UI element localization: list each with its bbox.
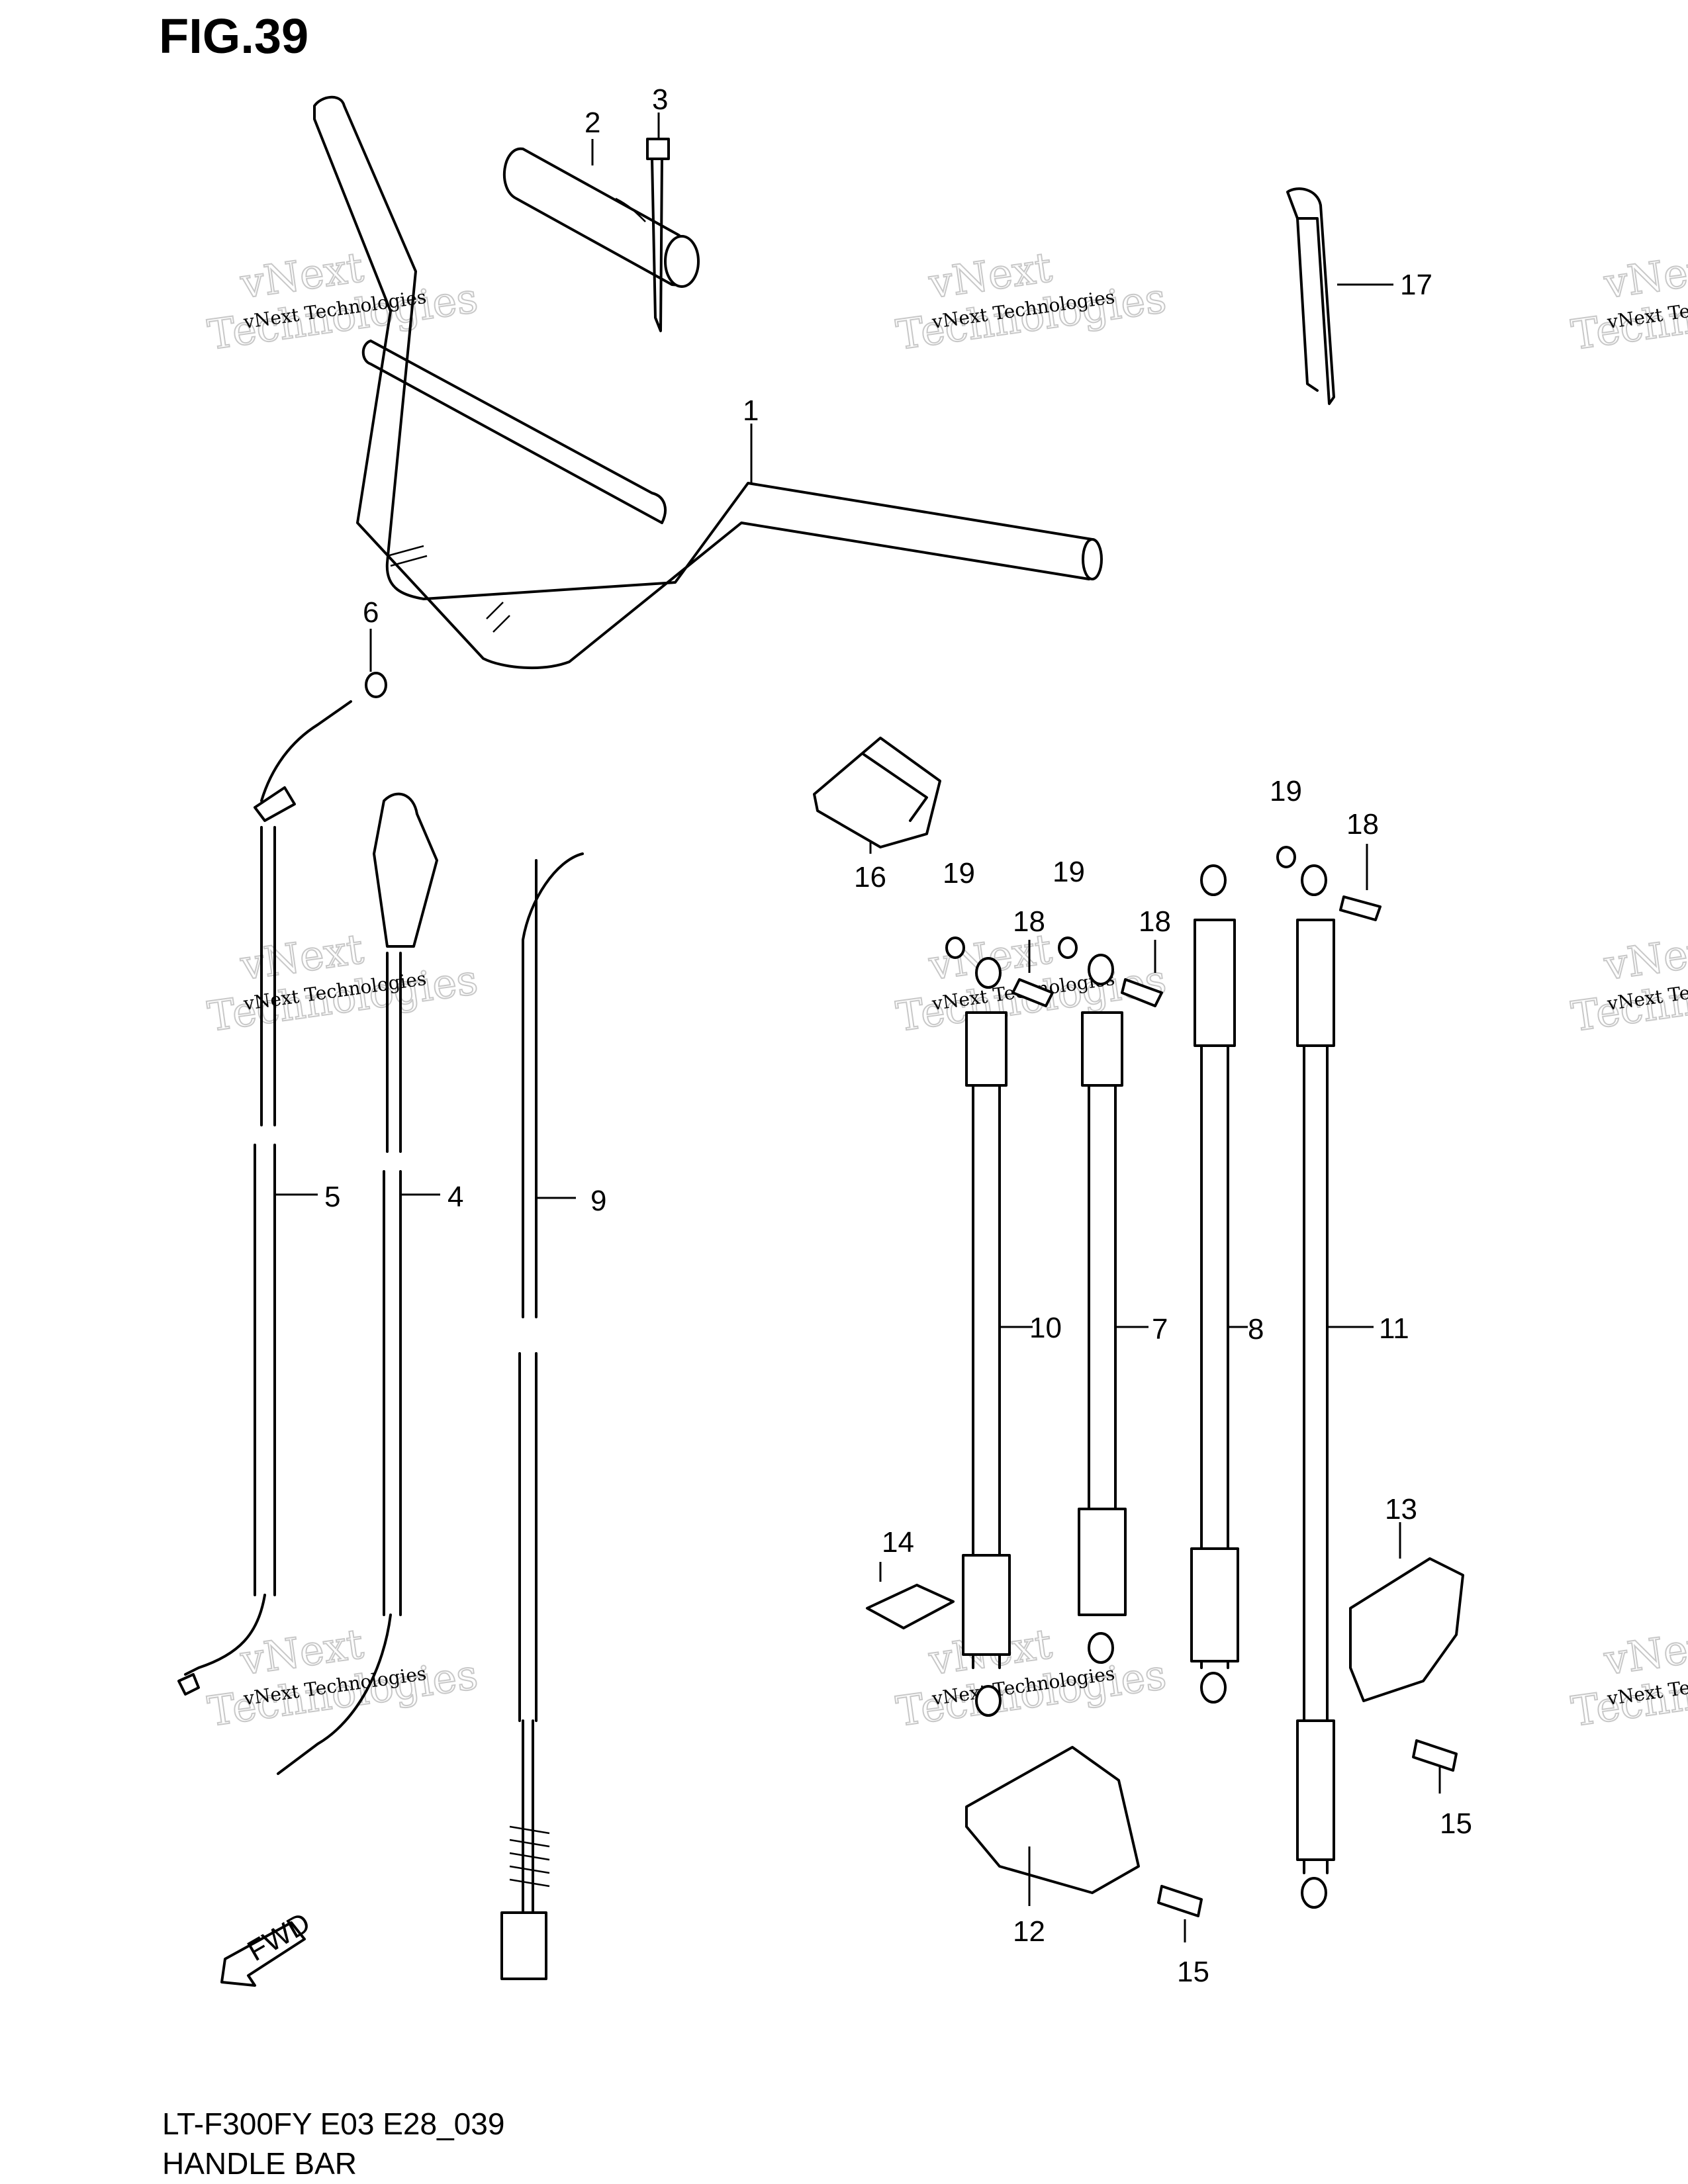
bracket-12-part: [965, 1746, 1140, 1894]
cable-11-part: [1296, 864, 1335, 1909]
choke-cable-part: [277, 792, 438, 1775]
watermark: vNext Technologies vNext Technologies: [204, 242, 481, 360]
callout-19c: 19: [1270, 775, 1302, 807]
bolt-18c-part: [1339, 895, 1382, 921]
cable-clip-part: [866, 1584, 955, 1629]
callout-8: 8: [1248, 1313, 1264, 1345]
section-name: HANDLE BAR: [162, 2146, 357, 2181]
bracket-13-part: [1349, 1557, 1464, 1702]
figure-title: FIG.39: [159, 9, 308, 64]
callout-19b: 19: [1053, 856, 1085, 888]
clamp-pin-part: [646, 138, 670, 332]
callout-12: 12: [1013, 1915, 1045, 1948]
watermark: vNext Technologies vNext Technologies: [1568, 924, 1688, 1042]
leader-lines: [275, 113, 1441, 1942]
watermark: vNext Technologies vNext Technologies: [892, 242, 1169, 360]
fwd-arrow-icon: FWD: [220, 1906, 316, 1987]
callout-16: 16: [854, 861, 886, 893]
watermark-group: vNext Technologies vNext Technologies vN…: [204, 242, 1688, 1737]
clip-19a-part: [945, 936, 965, 959]
fwd-label: FWD: [242, 1906, 316, 1968]
grip-part: [502, 147, 700, 288]
watermark: vNext Technologies vNext Technologies: [1568, 1619, 1688, 1737]
callout-17: 17: [1400, 269, 1432, 301]
callout-1: 1: [743, 394, 759, 427]
model-code: LT-F300FY E03 E28_039: [162, 2107, 504, 2141]
callout-15a: 15: [1440, 1807, 1472, 1840]
callouts: 1 2 3 4 5 6 7 8 9 10 11 12 13 14 15 15 1…: [324, 83, 1472, 1988]
callout-14: 14: [882, 1526, 914, 1559]
callout-13: 13: [1385, 1493, 1417, 1525]
bolt-15a-part: [1412, 1739, 1458, 1772]
callout-11: 11: [1379, 1312, 1409, 1345]
brake-cable-part: [500, 852, 584, 1980]
callout-15b: 15: [1177, 1956, 1209, 1988]
callout-3: 3: [652, 83, 668, 116]
clip-19b-part: [1058, 936, 1078, 959]
callout-6: 6: [363, 596, 379, 629]
nut-part: [365, 672, 387, 698]
callout-18b: 18: [1139, 905, 1171, 938]
watermark: vNext Technologies vNext Technologies: [1568, 242, 1688, 360]
handle-bar-part: [313, 95, 1103, 670]
bolt-18b-part: [1121, 978, 1163, 1007]
clip-19c-part: [1276, 846, 1296, 868]
callout-18c: 18: [1346, 808, 1379, 841]
bolt-18a-part: [1011, 978, 1054, 1007]
callout-10: 10: [1029, 1312, 1062, 1344]
callout-5: 5: [324, 1181, 340, 1213]
callout-19a: 19: [943, 857, 975, 889]
callout-18a: 18: [1013, 905, 1045, 938]
watermark: vNext Technologies vNext Technologies: [204, 924, 481, 1042]
watermark: vNext Technologies vNext Technologies: [204, 1619, 481, 1737]
cable-10-part: [962, 957, 1011, 1717]
cable-8-part: [1190, 864, 1239, 1704]
cable-guide-part: [1286, 187, 1335, 405]
callout-4: 4: [447, 1181, 463, 1213]
callout-9: 9: [590, 1185, 606, 1217]
bracket-part: [813, 737, 941, 848]
watermark: vNext Technologies vNext Technologies: [892, 1619, 1169, 1737]
callout-2: 2: [585, 107, 600, 139]
callout-7: 7: [1152, 1313, 1168, 1345]
throttle-cable-part: [177, 700, 352, 1696]
cable-7-part: [1078, 954, 1127, 1664]
bolt-15b-part: [1157, 1885, 1203, 1917]
